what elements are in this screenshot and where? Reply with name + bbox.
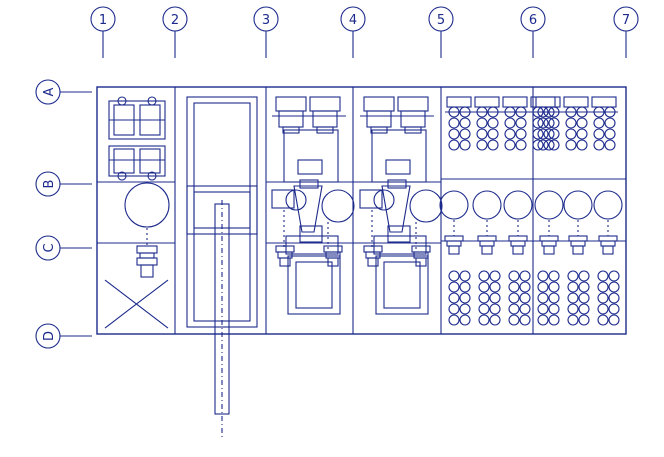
grid-bubble-3: 3: [253, 6, 279, 58]
grid-label: D: [42, 331, 57, 341]
grid-bubble-7: 7: [613, 6, 639, 58]
hopper-unit: [359, 96, 443, 315]
row-grid-bubbles: A B C D: [35, 79, 92, 349]
grid-bubble-C: C: [35, 235, 92, 261]
grid-bubble-6: 6: [520, 6, 546, 58]
grid-label: 3: [262, 13, 270, 28]
grid-bubble-4: 4: [340, 6, 366, 58]
drum-icon: [534, 190, 564, 220]
grid-bubble-B: B: [35, 171, 92, 197]
grid-lines: [97, 87, 626, 334]
drum-icon: [503, 190, 533, 220]
grid-label: 7: [622, 13, 630, 28]
grid-label: 6: [529, 13, 537, 28]
grid-label: B: [42, 180, 57, 189]
bay-1-equipment: [104, 96, 170, 329]
grid-bubble-1: 1: [90, 6, 116, 58]
tank-farm: [439, 96, 623, 326]
grid-bubble-2: 2: [162, 6, 188, 58]
grid-label: 4: [349, 13, 357, 28]
grid-label: C: [42, 243, 57, 252]
column-grid-bubbles: 1 2 3 4 5 6 7: [90, 6, 639, 58]
drum-row: [439, 190, 623, 255]
drum-icon: [439, 190, 469, 220]
hopper-lines: [271, 96, 443, 315]
drum-icon: [593, 190, 623, 220]
upper-tank-bank: [534, 96, 618, 151]
grid-label: 1: [99, 13, 107, 28]
drum-icon: [124, 182, 170, 228]
building-outline: [96, 86, 627, 335]
lower-tank-bank: [537, 270, 620, 326]
hopper-unit: [271, 96, 355, 315]
grid-bubble-D: D: [35, 323, 92, 349]
drum-icon: [563, 190, 593, 220]
grid-label: 5: [437, 13, 445, 28]
grid-bubble-A: A: [35, 79, 92, 105]
lower-tank-bank: [448, 270, 531, 326]
grid-label: A: [42, 87, 57, 96]
grid-bubble-5: 5: [428, 6, 454, 58]
bay-2-equipment: [186, 96, 258, 440]
drum-icon: [472, 190, 502, 220]
grid-label: 2: [171, 13, 179, 28]
upper-tank-bank: [445, 96, 557, 151]
